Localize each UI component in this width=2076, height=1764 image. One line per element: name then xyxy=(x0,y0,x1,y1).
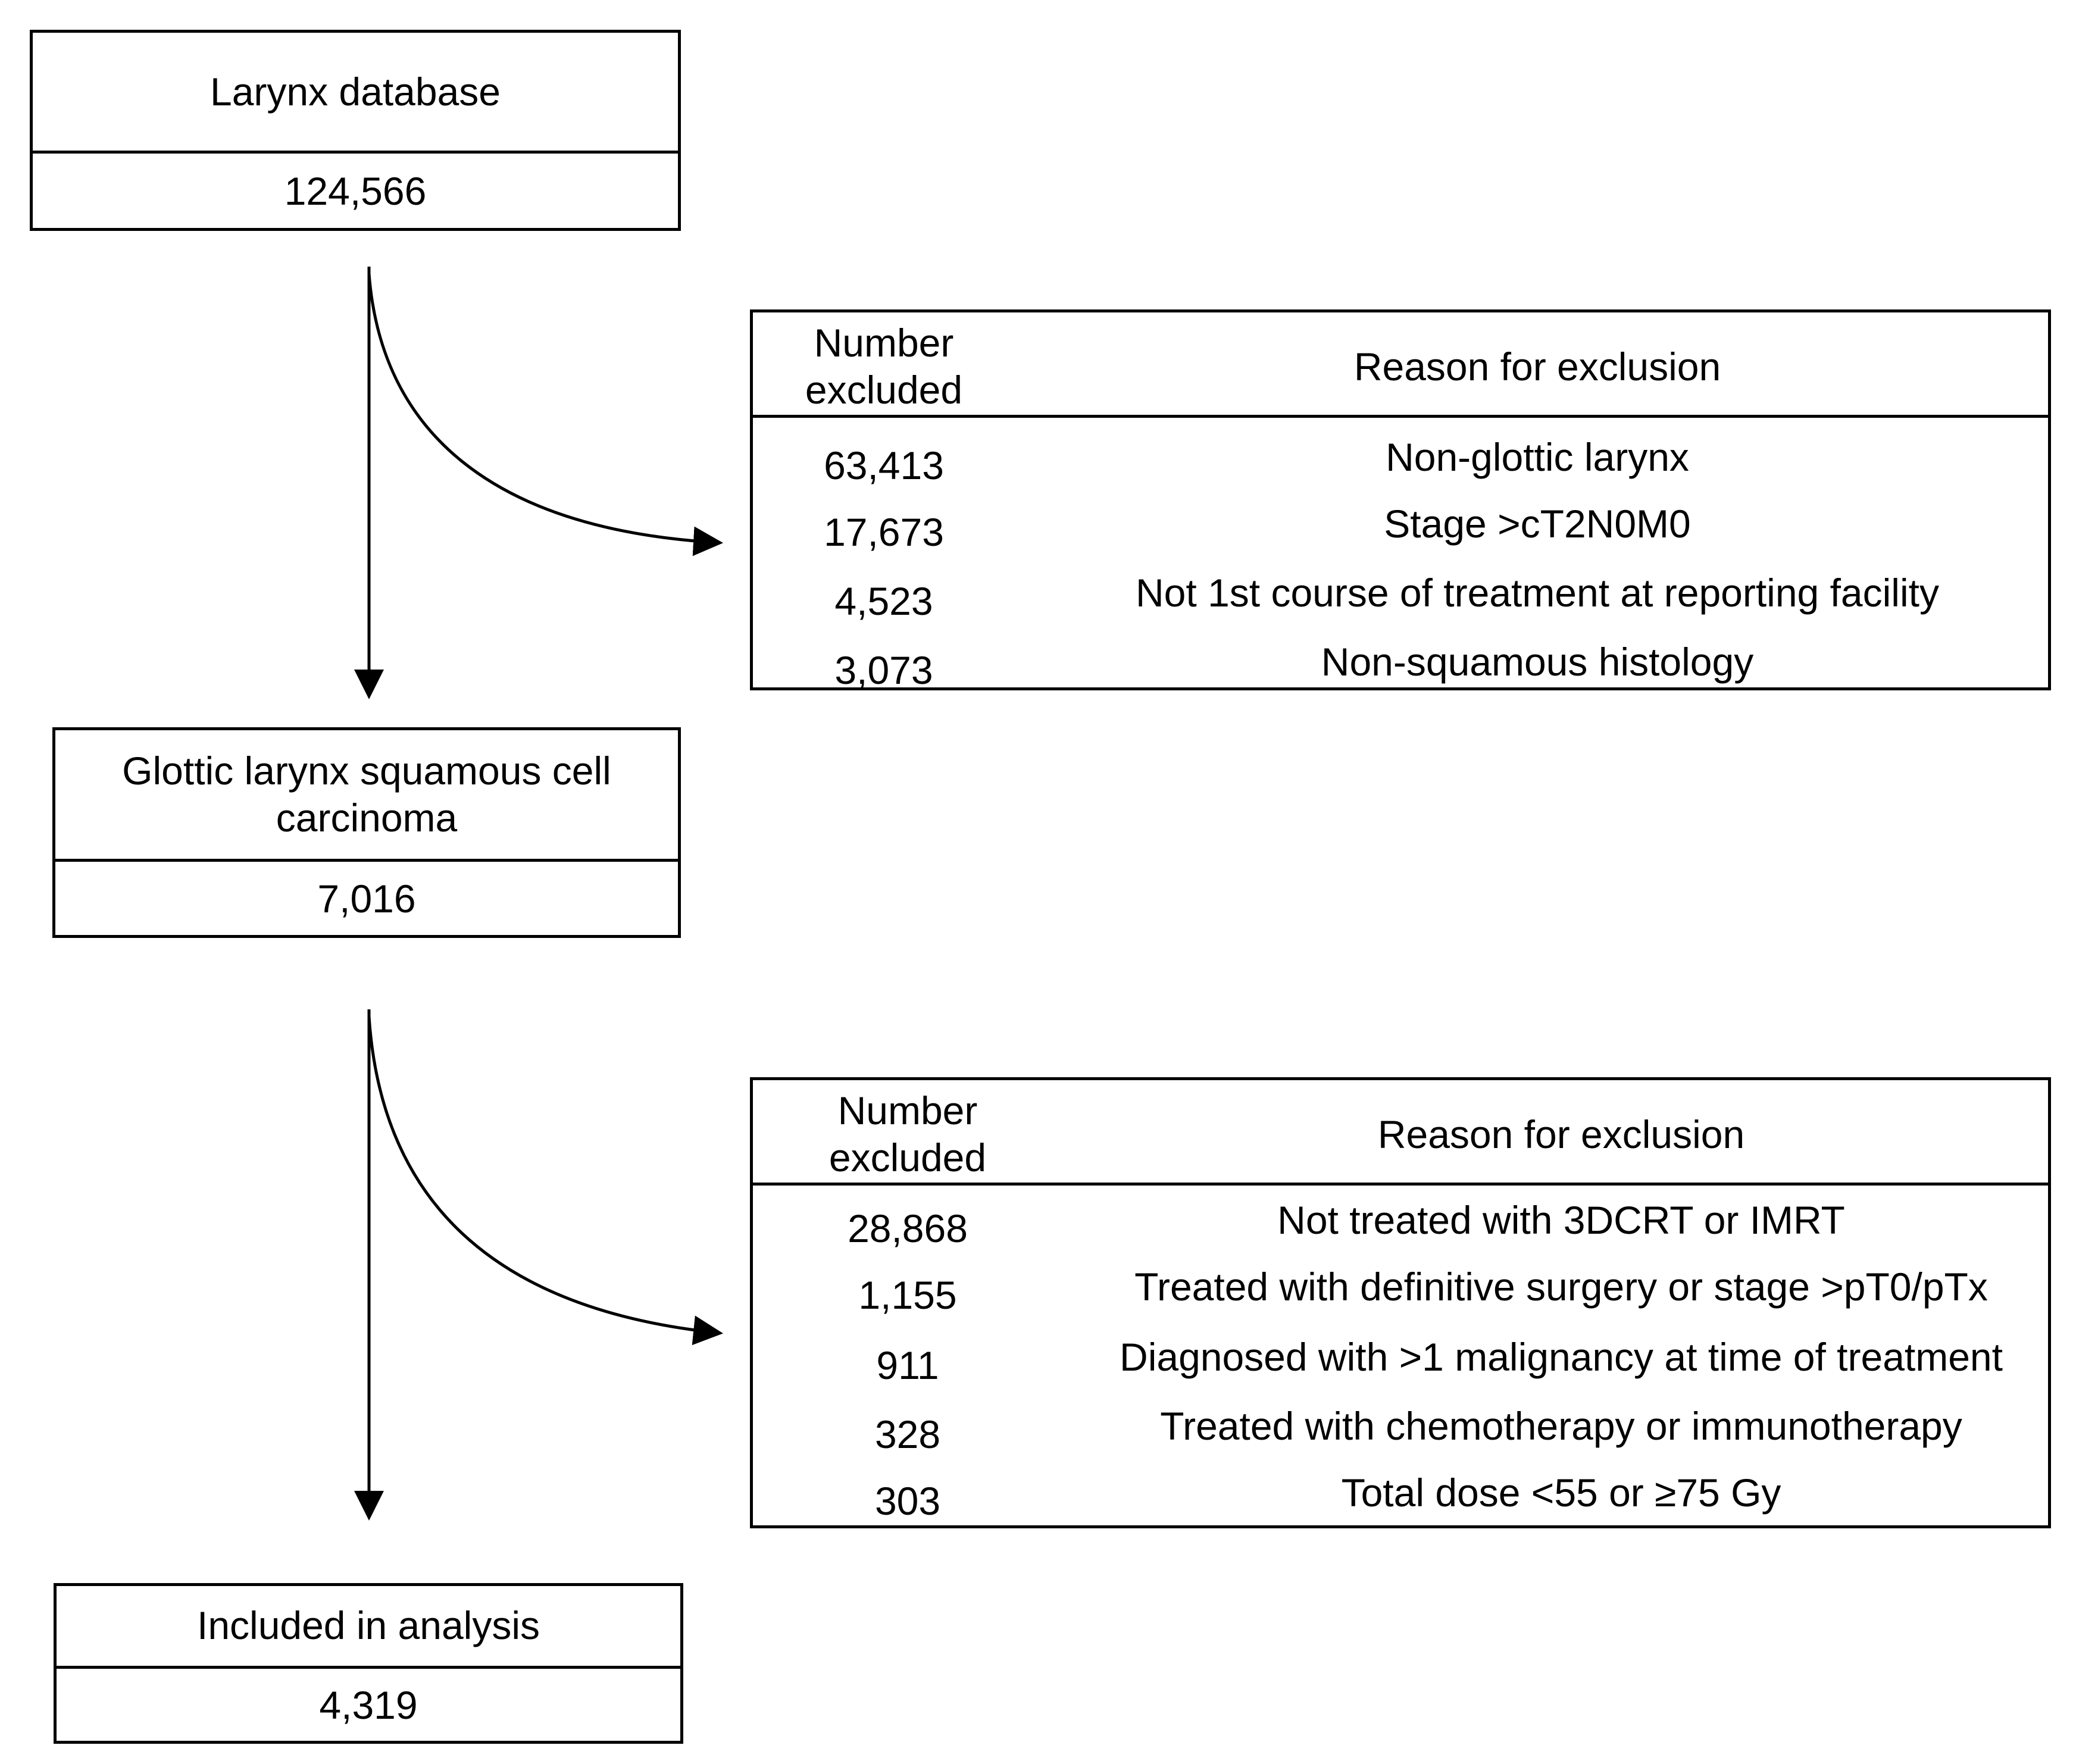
arrow-curve-2 xyxy=(367,1016,723,1346)
excl2-number: 28,868 xyxy=(848,1206,968,1250)
exclusion-table-2: Number excluded Reason for exclusion 28,… xyxy=(750,1077,2051,1528)
arrow-group-1 xyxy=(354,267,723,699)
divider xyxy=(55,859,678,862)
excl1-reason: Not 1st course of treatment at reporting… xyxy=(1136,571,1939,615)
glottic-scc-title: Glottic larynx squamous cell carcinoma xyxy=(122,748,611,840)
included-box: Included in analysis 4,319 xyxy=(54,1583,683,1744)
excl2-number: 1,155 xyxy=(858,1273,957,1317)
excl2-reason: Not treated with 3DCRT or IMRT xyxy=(1277,1198,1845,1242)
excl1-reason: Non-glottic larynx xyxy=(1386,435,1689,479)
excl1-number: 63,413 xyxy=(824,443,944,487)
larynx-database-title: Larynx database xyxy=(210,70,501,114)
header-reason: Reason for exclusion xyxy=(1353,345,1721,389)
excl1-number: 17,673 xyxy=(824,510,944,554)
arrow-group-2 xyxy=(354,1009,723,1521)
excl2-number: 303 xyxy=(874,1479,941,1523)
header-divider xyxy=(753,415,2048,418)
divider xyxy=(33,151,678,154)
header-divider xyxy=(753,1183,2048,1186)
excl2-number: 328 xyxy=(874,1412,941,1456)
excl2-reason: Total dose <55 or ≥75 Gy xyxy=(1341,1471,1781,1515)
excl2-reason: Diagnosed with >1 malignancy at time of … xyxy=(1120,1335,2003,1379)
divider xyxy=(57,1666,680,1669)
larynx-database-count: 124,566 xyxy=(284,169,427,214)
included-title: Included in analysis xyxy=(196,1603,540,1648)
glottic-scc-box: Glottic larynx squamous cell carcinoma 7… xyxy=(52,727,681,938)
arrow-curve-1 xyxy=(367,273,723,556)
header-number-excluded: Number excluded xyxy=(805,321,963,412)
header-reason: Reason for exclusion xyxy=(1377,1112,1745,1156)
excl1-reason: Stage >cT2N0M0 xyxy=(1384,502,1691,546)
excl2-reason: Treated with definitive surgery or stage… xyxy=(1134,1265,1988,1309)
excl1-reason: Non-squamous histology xyxy=(1321,640,1754,684)
excl1-number: 4,523 xyxy=(834,579,933,623)
header-number-excluded: Number excluded xyxy=(828,1089,987,1180)
included-count: 4,319 xyxy=(319,1683,418,1728)
exclusion-table-1: Number excluded Reason for exclusion 63,… xyxy=(750,309,2051,692)
larynx-database-box: Larynx database 124,566 xyxy=(30,30,681,231)
glottic-scc-count: 7,016 xyxy=(317,877,416,921)
excl1-number: 3,073 xyxy=(834,648,933,692)
excl2-reason: Treated with chemotherapy or immunothera… xyxy=(1160,1404,1962,1448)
excl2-number: 911 xyxy=(876,1343,939,1387)
